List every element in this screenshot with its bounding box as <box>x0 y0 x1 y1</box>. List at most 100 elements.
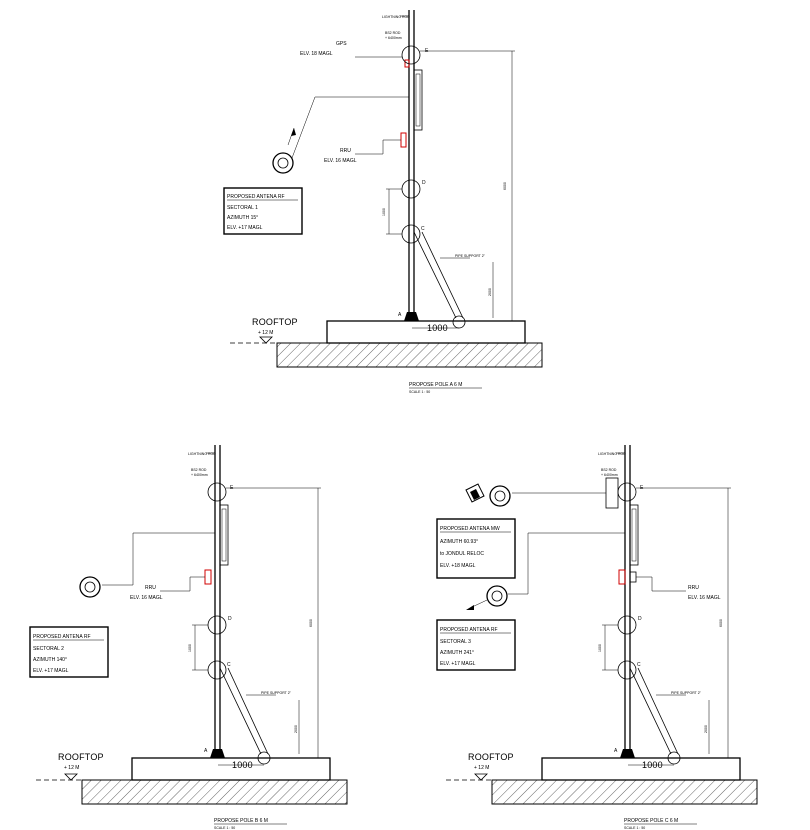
pole-a-antenna-box-line-2: AZIMUTH 15° <box>227 215 258 221</box>
pole-b-pipe-label: PIPE SUPPORT 2" <box>261 691 292 695</box>
pole-b-dim-height-text: 6000 <box>309 619 313 627</box>
pole-a-clamp-d <box>401 179 421 199</box>
pole-c-mw-symbol <box>489 485 511 507</box>
pole-a-dim-base-text: 1000 <box>427 323 448 333</box>
pole-c-ground-hatch <box>491 779 758 805</box>
pole-c-antenna-symbol-inner <box>491 590 503 602</box>
pole-b-antenna-box-line-1: SECTORAL 2 <box>33 646 64 652</box>
pole-c-mw-box <box>436 518 516 579</box>
pole-c-clamp-e <box>617 482 637 502</box>
pole-a-rru-title: RRU <box>340 148 351 154</box>
pole-b-scale: SCALE 1 : 50 <box>214 826 235 830</box>
pole-c-direction-arrow <box>466 605 474 610</box>
pole-a-rru-leader <box>355 139 401 155</box>
pole-a-rru-mark <box>400 132 407 148</box>
pole-c-clamp-d <box>617 615 637 635</box>
pole-b-brace-2 <box>227 667 269 755</box>
pole-c-rooftop-elev: + 12 M <box>474 765 489 771</box>
pole-a-drawing: ROOFTOP + 12 M E D C A LIGHTNING ROD BS2… <box>223 10 543 394</box>
pole-a-scale: SCALE 1 : 50 <box>409 390 430 394</box>
pole-a-antenna-box-line-1: SECTORAL 1 <box>227 205 258 211</box>
pole-a-brace-2 <box>421 231 464 319</box>
pole-b-point-d: D <box>228 616 232 622</box>
pole-a-foundation <box>326 320 526 344</box>
pole-b-antenna-box-line-3: ELV. +17 MAGL <box>33 668 69 674</box>
pole-b-rooftop-label: ROOFTOP <box>58 752 104 762</box>
pole-c-dim-upper-text: 1000 <box>598 644 602 652</box>
pole-a-gps-title: GPS <box>336 41 347 47</box>
pole-c-antenna-box <box>436 619 516 671</box>
pole-c-antenna-box-line-3: ELV. +17 MAGL <box>440 661 476 667</box>
pole-b-clamp-e <box>207 482 227 502</box>
pole-c-mw-dish <box>605 477 619 509</box>
pole-b-rooftop-elev: + 12 M <box>64 765 79 771</box>
pole-a-antenna-symbol <box>272 152 294 174</box>
pole-c-rru-leader <box>636 576 686 592</box>
pole-b-foundation <box>131 757 331 781</box>
pole-b-point-c: C <box>227 662 231 668</box>
pole-c-dim-base-text: 1000 <box>642 760 663 770</box>
pole-a-antenna-box <box>223 187 303 235</box>
pole-a-dim-upper-text: 1000 <box>382 208 386 216</box>
pole-c-clamp-c <box>617 660 637 680</box>
pole-a-rru-elev: ELV. 16 MAGL <box>324 158 357 164</box>
pole-a-clamp-e <box>401 45 421 65</box>
pole-c-antenna-leader <box>508 532 625 595</box>
pole-a-antenna-panel <box>413 69 423 131</box>
pole-c-antenna-box-line-1: SECTORAL 3 <box>440 639 471 645</box>
pole-b-point-a: A <box>204 748 208 754</box>
pole-a-top-note-1: LIGHTNING ROD <box>382 15 410 19</box>
pole-c-mw-box-title: PROPOSED ANTENA MW <box>440 526 500 532</box>
pole-b-rru-mark <box>204 569 212 585</box>
pole-b-clamp-d <box>207 615 227 635</box>
pole-a-brace-1 <box>413 231 457 319</box>
pole-a-point-a: A <box>398 312 402 318</box>
pole-b-antenna-panel <box>219 504 229 566</box>
pole-a-antenna-symbol-inner <box>277 157 289 169</box>
pole-c-mw-symbol-inner <box>494 490 506 502</box>
pole-a-antenna-leader <box>291 96 409 159</box>
pole-a-base-plate <box>404 312 419 321</box>
pole-c-rru-title: RRU <box>688 585 699 591</box>
pole-a-title: PROPOSE POLE A 6 M <box>409 382 462 388</box>
pole-a-rooftop-elev: + 12 M <box>258 330 273 336</box>
pole-c-rru-bracket <box>629 571 637 583</box>
pole-c-pipe-label: PIPE SUPPORT 2" <box>671 691 702 695</box>
pole-a-top-note-3: + 6400mm <box>385 36 402 40</box>
pole-b-antenna-symbol <box>79 576 101 598</box>
pole-c-mw-dish-icon <box>465 483 485 503</box>
pole-b-dim-brace-text: 2000 <box>294 725 298 733</box>
pole-c-dim-brace-text: 2000 <box>704 725 708 733</box>
pole-b-rru-leader <box>160 576 205 592</box>
pole-b-top-note-1: LIGHTNING ROD <box>188 452 216 456</box>
pole-c-rooftop-label: ROOFTOP <box>468 752 514 762</box>
pole-b-antenna-box-line-2: AZIMUTH 140° <box>33 657 67 663</box>
pole-c-rru-mark <box>618 569 626 585</box>
pole-c-top-note-1: LIGHTNING ROD <box>598 452 626 456</box>
pole-a-point-d: D <box>422 180 426 186</box>
pole-c-foundation <box>541 757 741 781</box>
pole-c-title: PROPOSE POLE C 6 M <box>624 818 678 824</box>
pole-c-antenna-box-line-2: AZIMUTH 241° <box>440 650 474 656</box>
pole-b-antenna-box-title: PROPOSED ANTENA RF <box>33 634 91 640</box>
pole-c-mw-box-line-1: AZIMUTH 60.93° <box>440 539 478 545</box>
pole-c-point-a: A <box>614 748 618 754</box>
pole-a-ground-hatch <box>276 342 543 368</box>
pole-b-top-note-3: + 6400mm <box>191 473 208 477</box>
pole-a-top-note-2: BS2 ROD <box>385 31 401 35</box>
pole-b-antenna-symbol-inner <box>84 581 96 593</box>
pole-c-antenna-symbol <box>486 585 508 607</box>
pole-b-dim-upper-text: 1000 <box>188 644 192 652</box>
pole-c-rru-elev: ELV. 16 MAGL <box>688 595 721 601</box>
pole-a-clamp-c <box>401 224 421 244</box>
pole-b-antenna-box <box>29 626 109 678</box>
pole-a-direction-arrow <box>291 128 296 136</box>
pole-b-ground-hatch <box>81 779 348 805</box>
pole-c-brace-1 <box>629 667 672 755</box>
pole-a-antenna-box-title: PROPOSED ANTENA RF <box>227 194 285 200</box>
pole-c-scale: SCALE 1 : 50 <box>624 826 645 830</box>
pole-c-rooftop-marker <box>474 773 488 781</box>
pole-c-point-d: D <box>638 616 642 622</box>
pole-c-top-note-2: BS2 ROD <box>601 468 617 472</box>
